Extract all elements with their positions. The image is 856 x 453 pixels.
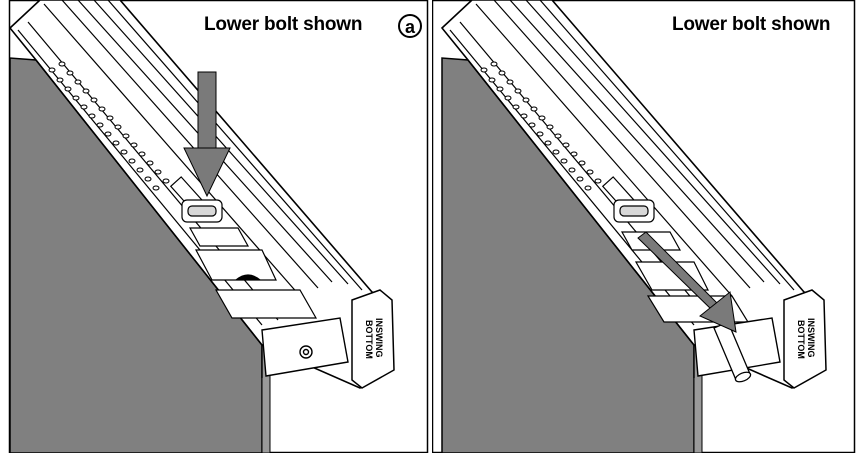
panel-left: Lower bolt shown a INSWING BOTTOM [8,0,429,453]
bracket-label-left-2: BOTTOM [364,320,374,359]
panel-left-illustration [8,0,429,453]
caption-left: Lower bolt shown [204,14,363,35]
slot-holes [48,61,170,191]
end-cap [261,317,349,378]
bracket-label-right-2: BOTTOM [796,320,806,359]
down-arrow [183,71,231,198]
diagonal-arrow [637,231,737,333]
bracket-label-right-1: INSWING [806,318,816,358]
slot-holes [480,61,602,191]
panel-right: Lower bolt shown INSWING BOTTOM [432,0,856,453]
bolt-mechanism [169,176,318,319]
inswing-bracket [783,289,827,389]
inswing-bracket [351,289,395,389]
caption-right: Lower bolt shown [672,14,831,35]
panel-right-illustration [432,0,856,453]
bracket-label-left-1: INSWING [374,318,384,358]
step-marker: a [398,14,422,38]
